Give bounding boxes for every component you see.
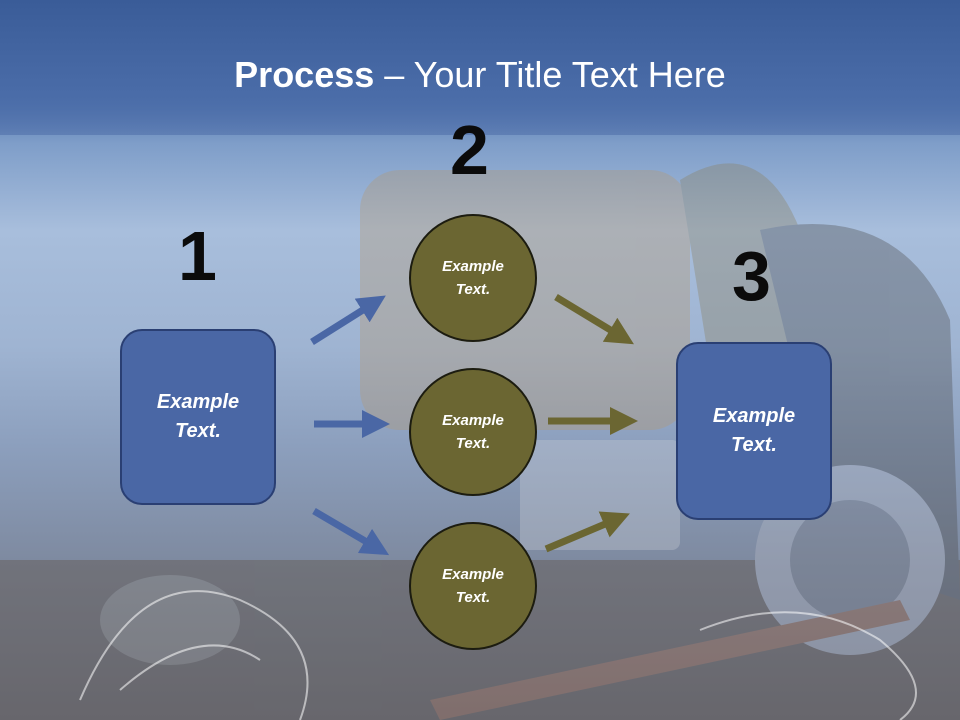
title-bar [0,0,960,135]
step-number-2: 2 [450,111,489,189]
arrow-olive-down [554,294,634,345]
circle-1-text-line2: Text. [455,281,491,298]
page-title: Process – Your Title Text Here [0,54,960,96]
circle-1-text-line1: Example [442,258,504,275]
title-rest: – Your Title Text Here [374,54,726,95]
circle-3-text-line2: Text. [455,589,491,606]
step-3-text-line2: Text. [731,434,777,456]
circle-2-text-line1: Example [442,412,504,429]
step-1-text-line2: Text. [175,420,221,442]
arrow-blue-down [312,507,390,556]
title-bold: Process [234,54,375,95]
arrow-olive-up [544,511,630,553]
step-number-3: 3 [732,237,771,315]
circle-2-text-line2: Text. [455,435,491,452]
step-number-1: 1 [178,217,217,295]
circle-3-text-line1: Example [442,566,504,583]
arrow-blue-up [310,295,386,345]
step-1-text-line1: Example [156,391,240,413]
step-3-text-line1: Example [712,405,796,427]
